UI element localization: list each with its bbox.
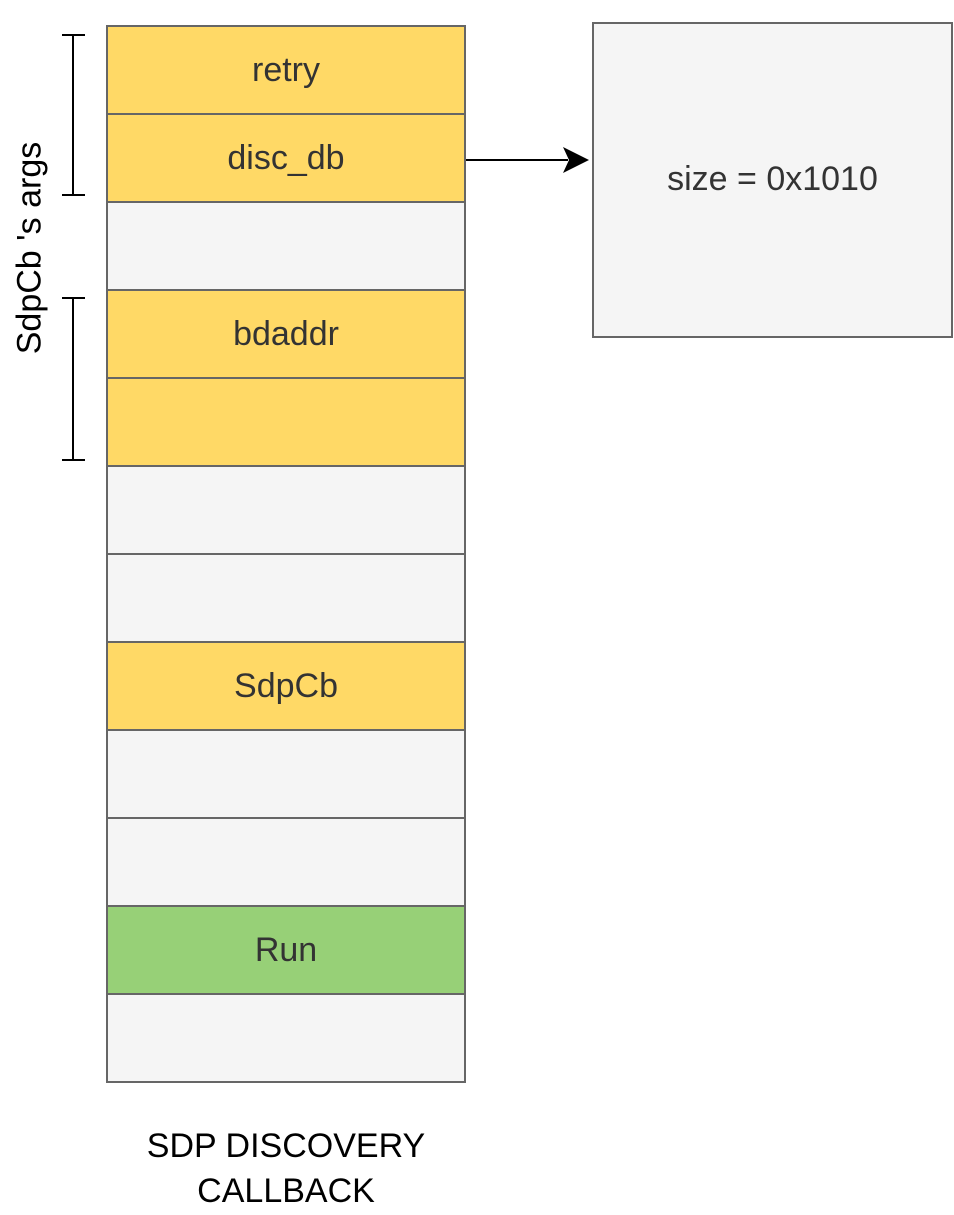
bracket-lower <box>62 297 85 461</box>
stack-caption: SDP DISCOVERY CALLBACK <box>106 1124 466 1214</box>
stack-cell-bdaddr: bdaddr <box>106 289 466 379</box>
stack-cell-run: Run <box>106 905 466 995</box>
stack-caption-line: CALLBACK <box>197 1172 375 1210</box>
stack-cell-retry: retry <box>106 25 466 115</box>
stack-cell-empty <box>106 729 466 819</box>
heap-buffer-box: size = 0x1010 <box>592 22 953 338</box>
stack-caption-line: SDP DISCOVERY <box>146 1127 426 1165</box>
stack-cell-disc-db: disc_db <box>106 113 466 203</box>
stack-cell-empty <box>106 993 466 1083</box>
stack-cell-empty <box>106 817 466 907</box>
stack-cell-empty <box>106 201 466 291</box>
args-side-label: SdpCb 's args <box>10 141 49 355</box>
heap-buffer-label: size = 0x1010 <box>667 160 878 198</box>
pointer-arrow <box>466 147 589 173</box>
stack-cell-empty <box>106 465 466 555</box>
stack-cell-bdaddr-continued <box>106 377 466 467</box>
stack-cell-empty <box>106 553 466 643</box>
bracket-upper <box>62 34 85 196</box>
call-stack: retry disc_db bdaddr SdpCb Run <box>106 25 466 1083</box>
stack-cell-sdpcb: SdpCb <box>106 641 466 731</box>
